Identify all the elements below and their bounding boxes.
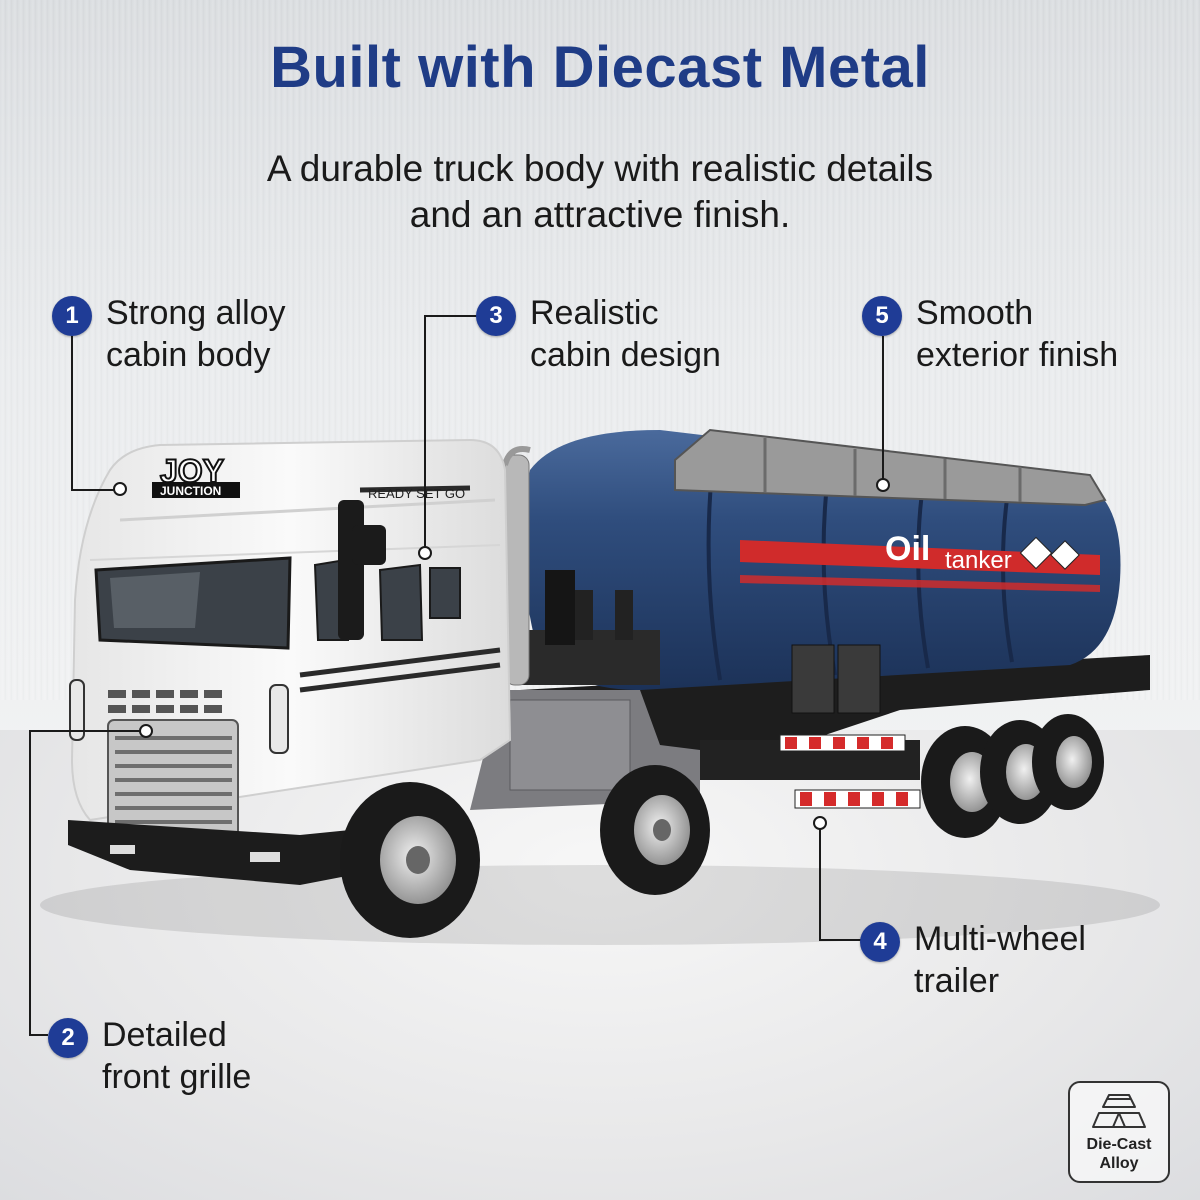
page-subtitle: A durable truck body with realistic deta… <box>150 146 1050 238</box>
callout-badge-5: 5 <box>862 296 902 336</box>
callout-3-line-1: Realistic <box>530 294 659 332</box>
callout-5-line-2: exterior finish <box>916 336 1119 374</box>
callout-2-line-1: Detailed <box>102 1016 227 1054</box>
cabin-text: READY SET GO <box>368 486 465 501</box>
tank-label-tanker: tanker <box>945 547 1012 574</box>
door-window <box>378 563 424 641</box>
callout-2: 2 Detailed front grille <box>48 1014 251 1098</box>
die-cast-alloy-badge: Die-Cast Alloy <box>1068 1081 1170 1183</box>
callout-text-3: Realistic cabin design <box>530 292 721 376</box>
cabin-stripes <box>299 485 501 693</box>
tank-stripe <box>740 540 1100 575</box>
side-guard <box>779 734 921 809</box>
tractor-rear-wheel <box>600 765 710 895</box>
logo-line-2: JUNCTION <box>160 484 221 498</box>
hazard-diamonds-icon <box>1019 536 1080 570</box>
callout-text-5: Smooth exterior finish <box>916 292 1118 376</box>
callout-text-4: Multi-wheel trailer <box>914 918 1086 1002</box>
page-title: Built with Diecast Metal <box>270 35 930 100</box>
die-cast-label: Die-Cast Alloy <box>1070 1135 1168 1173</box>
callout-3: 3 Realistic cabin design <box>476 292 721 376</box>
callout-badge-3: 3 <box>476 296 516 336</box>
subtitle-line-1: A durable truck body with realistic deta… <box>266 148 934 189</box>
callout-4-line-2: trailer <box>914 962 1000 1000</box>
callout-1: 1 Strong alloy cabin body <box>52 292 286 376</box>
die-cast-label-line-1: Die-Cast <box>1086 1136 1152 1153</box>
tank-top-rail <box>674 428 1107 507</box>
headlight-left <box>69 679 85 741</box>
callout-badge-1: 1 <box>52 296 92 336</box>
callout-3-line-2: cabin design <box>530 336 721 374</box>
callout-2-line-2: front grille <box>102 1058 252 1096</box>
callout-1-line-2: cabin body <box>106 336 271 374</box>
tank-box-1 <box>791 644 835 714</box>
callout-text-2: Detailed front grille <box>102 1014 251 1098</box>
callout-dots <box>113 478 890 830</box>
tank-box-2 <box>837 644 881 714</box>
side-mirror <box>338 500 364 640</box>
callout-1-line-1: Strong alloy <box>106 294 286 332</box>
headlight-right <box>269 684 289 754</box>
callout-4-line-1: Multi-wheel <box>914 920 1086 958</box>
die-cast-label-line-2: Alloy <box>1099 1155 1139 1172</box>
callout-leader-lines <box>29 315 884 1036</box>
subtitle-line-2: and an attractive finish. <box>409 194 791 235</box>
trailer-wheel-3 <box>1032 714 1104 810</box>
callout-badge-2: 2 <box>48 1018 88 1058</box>
callout-text-1: Strong alloy cabin body <box>106 292 286 376</box>
callout-4: 4 Multi-wheel trailer <box>860 918 1086 1002</box>
front-wheel <box>340 782 480 938</box>
callout-5: 5 Smooth exterior finish <box>862 292 1118 376</box>
callout-badge-4: 4 <box>860 922 900 962</box>
callout-5-line-1: Smooth <box>916 294 1034 332</box>
front-bumper <box>68 820 352 885</box>
tank-label-oil: Oil <box>885 530 930 568</box>
joy-junction-logo: JOY JUNCTION <box>152 452 240 498</box>
gold-bars-icon <box>1092 1094 1146 1128</box>
